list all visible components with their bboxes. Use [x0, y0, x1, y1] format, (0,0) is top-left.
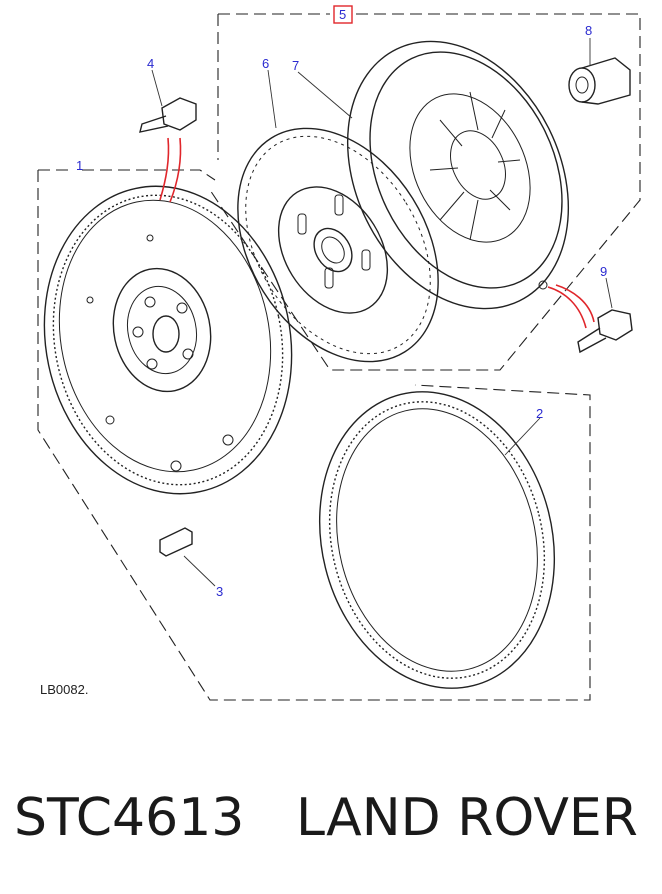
fixing-indicators: [159, 137, 595, 329]
callout-5-box: [333, 5, 353, 24]
clutch-exploded-diagram: 1 2 3 4 5 6 7 8 9 LB0082.: [37, 5, 641, 701]
part-number: STC4613: [14, 788, 245, 848]
release-bearing: [568, 57, 631, 105]
callout-9: 9: [600, 264, 607, 279]
callout-1: 1: [76, 158, 83, 173]
callout-4: 4: [147, 56, 154, 71]
clutch-disc: [237, 127, 439, 363]
bolt-9: [577, 309, 633, 354]
brand-name: LAND ROVER: [296, 788, 638, 848]
ring-gear: [318, 391, 556, 689]
part-caption: STC4613 LAND ROVER: [0, 778, 662, 868]
callout-3: 3: [216, 584, 223, 599]
callout-7: 7: [292, 58, 299, 73]
flywheel: [43, 185, 293, 495]
clutch-cover: [346, 40, 570, 310]
callout-5: 5: [339, 7, 346, 22]
dowel-3: [159, 527, 193, 557]
callout-8: 8: [585, 23, 592, 38]
bolt-4: [139, 97, 197, 133]
leader-lines: [151, 38, 613, 587]
dashed-group-outlines: [37, 13, 641, 701]
callout-6: 6: [262, 56, 269, 71]
diagram-reference: LB0082.: [40, 682, 88, 697]
callout-2: 2: [536, 406, 543, 421]
